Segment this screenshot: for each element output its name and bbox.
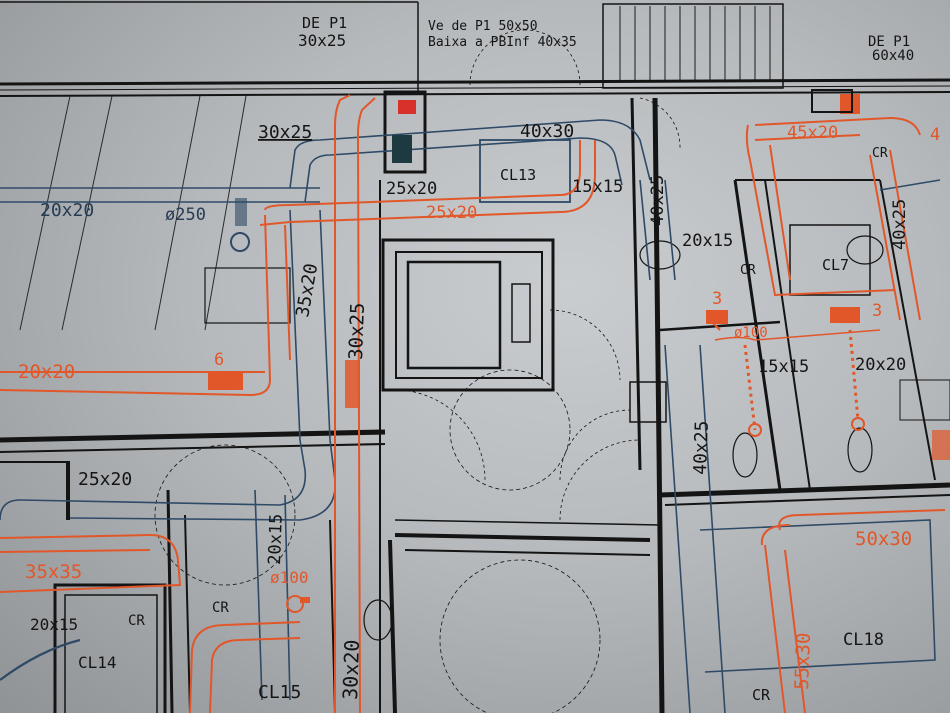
label-duct-25x20-lower: 25x20: [78, 469, 132, 490]
label-duct-15x15-top: 15x15: [572, 177, 623, 197]
grille-markers: [208, 94, 950, 613]
label-cr-right-top: CR: [872, 146, 888, 161]
label-duct-40x25-right: 40x25: [890, 199, 910, 250]
label-ve-de-p1: Ve de P1 50x50: [428, 19, 538, 34]
diffuser-grid: [235, 198, 247, 226]
label-cl13: CL13: [500, 166, 536, 184]
shaft-right: [811, 89, 853, 113]
label-duct-40x25-vert: 40x25: [690, 420, 713, 475]
label-phi250: ø250: [165, 205, 206, 225]
label-duct-35x20: 35x20: [292, 262, 322, 319]
label-de-p1-right: DE P1: [868, 34, 910, 50]
label-num-3-a: 3: [712, 289, 722, 309]
label-cl18: CL18: [843, 630, 884, 650]
label-duct-45x20: 45x20: [787, 123, 838, 143]
label-cl14: CL14: [78, 653, 117, 672]
label-duct-15x15-right: 15x15: [758, 357, 809, 377]
label-num-3-b: 3: [872, 301, 882, 321]
label-duct-20x15-lower: 20x15: [265, 513, 287, 565]
label-de-p1-right-size: 60x40: [872, 48, 914, 64]
label-phi100-lower: ø100: [270, 568, 309, 587]
return-ducts: [0, 119, 941, 713]
label-duct-4-partial: 4: [930, 125, 940, 145]
shaft-fill: [392, 135, 412, 163]
label-cr-lower: CR: [128, 613, 145, 629]
label-cr-lower-mid: CR: [212, 600, 229, 616]
label-duct-25x20-orange: 25x20: [426, 203, 477, 223]
label-duct-20x15-mid: 20x15: [682, 231, 733, 251]
label-duct-30x20: 30x20: [338, 639, 364, 700]
label-de-p1-left: DE P1: [302, 14, 347, 32]
label-duct-40x30: 40x30: [520, 121, 574, 142]
label-duct-20x15-bottom: 20x15: [30, 615, 78, 634]
label-cr-bottom: CR: [752, 686, 771, 704]
label-duct-35x35: 35x35: [25, 561, 82, 583]
labels: DE P1 30x25 Ve de P1 50x50 Baixa a PBInf…: [18, 14, 940, 704]
label-duct-40x25-upper: 40x25: [648, 175, 668, 226]
label-baixa: Baixa a PBInf 40x35: [428, 35, 577, 50]
label-duct-50x30: 50x30: [855, 528, 912, 550]
label-num-6: 6: [214, 350, 224, 370]
label-de-p1-left-size: 30x25: [298, 31, 346, 50]
label-cr-mid: CR: [740, 263, 756, 278]
label-duct-55x30: 55x30: [791, 632, 815, 690]
label-cl15: CL15: [258, 682, 301, 703]
label-duct-20x20-right: 20x20: [855, 355, 906, 375]
label-cl7: CL7: [822, 256, 849, 274]
label-duct-20x20-blue: 20x20: [40, 200, 94, 221]
label-duct-30x25-top: 30x25: [258, 122, 312, 143]
label-duct-20x20-orange: 20x20: [18, 361, 75, 383]
label-duct-25x20-blue: 25x20: [386, 179, 437, 199]
label-phi100-right: ø100: [734, 325, 768, 341]
label-duct-30x25-vert: 30x25: [345, 302, 369, 360]
